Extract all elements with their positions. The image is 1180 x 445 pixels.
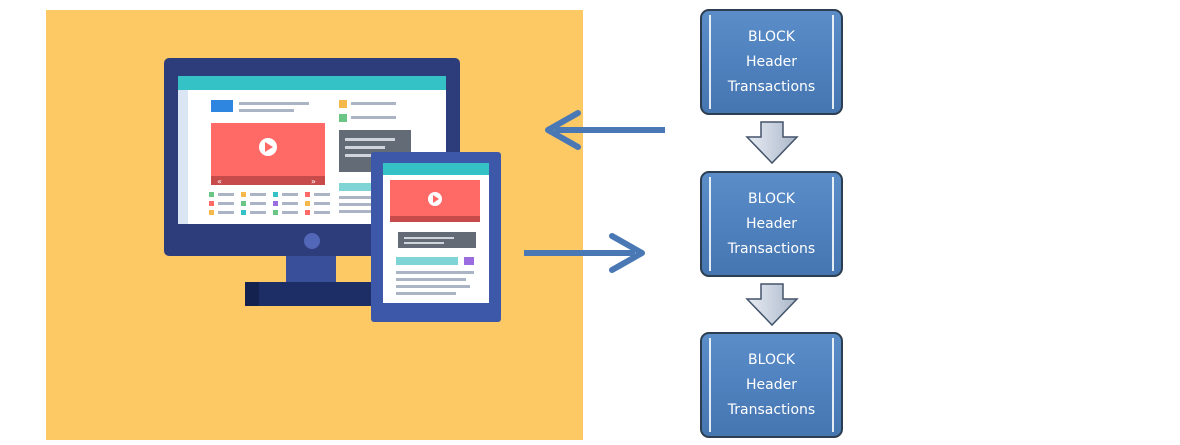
down-arrow-icon bbox=[745, 283, 799, 327]
block-transactions-label: Transactions bbox=[727, 401, 816, 418]
block-header-label: Header bbox=[746, 376, 797, 393]
block-title: BLOCK bbox=[748, 351, 795, 368]
block-2: BLOCK Header Transactions bbox=[700, 171, 843, 277]
arrow-right-icon bbox=[524, 233, 645, 273]
devices-illustration: « » bbox=[46, 10, 583, 440]
tablet-icon bbox=[371, 152, 501, 322]
block-3: BLOCK Header Transactions bbox=[700, 332, 843, 438]
block-title: BLOCK bbox=[748, 190, 795, 207]
arrow-left-icon bbox=[545, 110, 665, 150]
sync-arrows bbox=[524, 110, 665, 273]
block-title: BLOCK bbox=[748, 28, 795, 45]
down-arrow-icon bbox=[745, 121, 799, 165]
block-header-label: Header bbox=[746, 215, 797, 232]
svg-text:«: « bbox=[217, 177, 222, 186]
block-transactions-label: Transactions bbox=[727, 78, 816, 95]
block-header-label: Header bbox=[746, 53, 797, 70]
block-1: BLOCK Header Transactions bbox=[700, 9, 843, 115]
block-transactions-label: Transactions bbox=[727, 240, 816, 257]
svg-text:»: » bbox=[311, 177, 316, 186]
